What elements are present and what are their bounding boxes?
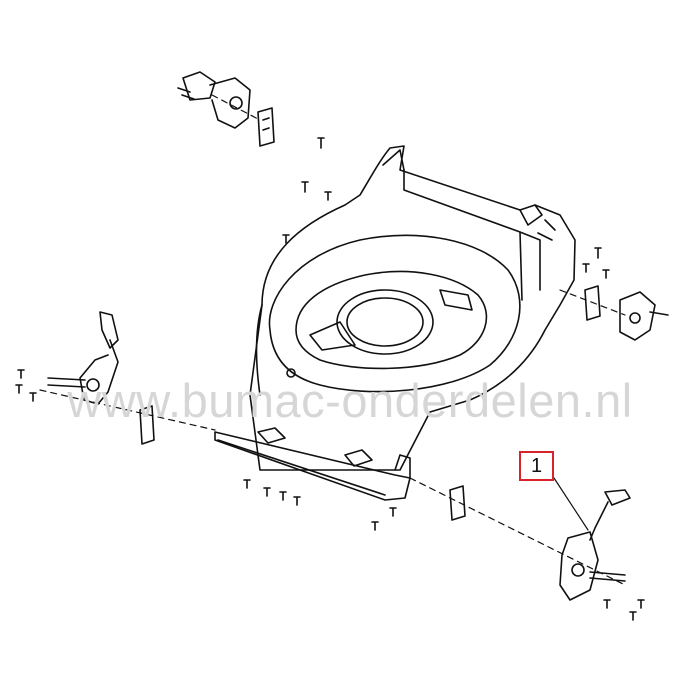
part-callout-number: 1: [530, 454, 543, 477]
bracket-front-right: [449, 485, 466, 521]
bracket-left: [139, 405, 155, 445]
bracket-right: [584, 285, 601, 321]
callout-leader-line: [553, 477, 589, 531]
wheel-height-adjuster-part-1: [559, 489, 631, 601]
part-callout-1: 1: [519, 451, 554, 481]
mower-deck: [214, 145, 576, 501]
wheel-height-adjuster-rear-right: [619, 291, 669, 341]
bracket-top-left: [257, 107, 275, 147]
wheel-height-adjuster-front-left: [47, 311, 119, 405]
screws: [15, 137, 645, 621]
assembly-lines: [39, 94, 626, 586]
wheel-height-adjuster-rear-left: [177, 71, 251, 129]
